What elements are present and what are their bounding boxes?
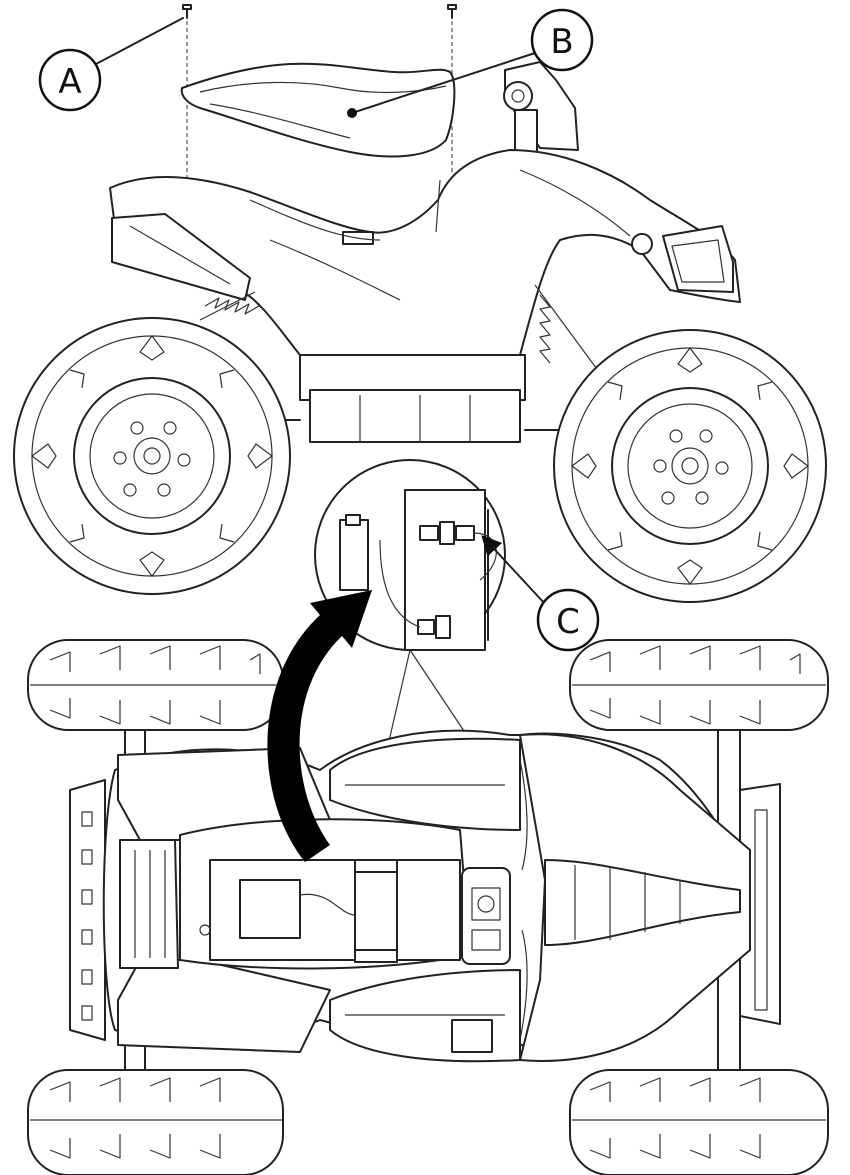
callout-c: C xyxy=(481,535,600,652)
rear-right-tire-top xyxy=(27,1069,284,1175)
callout-a-circle xyxy=(38,48,102,112)
foot-pedal xyxy=(451,1019,493,1053)
callout-c-label: C xyxy=(556,602,580,642)
seat xyxy=(180,62,456,158)
curved-arrow xyxy=(267,590,372,862)
callout-b-circle xyxy=(530,8,594,72)
wire-connector-icon xyxy=(417,615,451,639)
leader-arrow-c xyxy=(481,535,547,606)
front-left-tire-top xyxy=(569,639,829,731)
screw-icon xyxy=(447,4,457,19)
atv-top-view xyxy=(27,639,829,1175)
handlebar xyxy=(503,61,579,153)
rear-wheel xyxy=(13,317,291,595)
front-right-tire-top xyxy=(569,1069,829,1175)
battery-compartment xyxy=(179,818,471,970)
rear-left-tire-top xyxy=(27,639,284,731)
atv-side-view xyxy=(13,4,827,603)
front-wheel xyxy=(553,329,827,603)
wire-connector-icon xyxy=(419,521,475,545)
callout-a: A xyxy=(38,17,184,112)
rear-bumper xyxy=(69,779,106,1041)
fuse xyxy=(354,871,398,951)
leader-line-b xyxy=(351,51,539,114)
callout-b-label: B xyxy=(550,22,573,62)
callout-b: B xyxy=(347,8,594,118)
battery xyxy=(239,879,301,939)
dashboard-controls xyxy=(461,867,511,965)
callout-c-circle xyxy=(536,588,600,652)
rear-suspension-spring xyxy=(199,291,260,321)
callout-a-label: A xyxy=(58,62,81,102)
leader-dot-b xyxy=(347,108,357,118)
footrest xyxy=(284,354,571,443)
front-cowl xyxy=(519,733,751,1062)
screw-icon xyxy=(182,4,192,19)
atv-body xyxy=(109,149,741,356)
leader-line-a xyxy=(95,17,184,65)
front-suspension-spring xyxy=(534,284,606,381)
